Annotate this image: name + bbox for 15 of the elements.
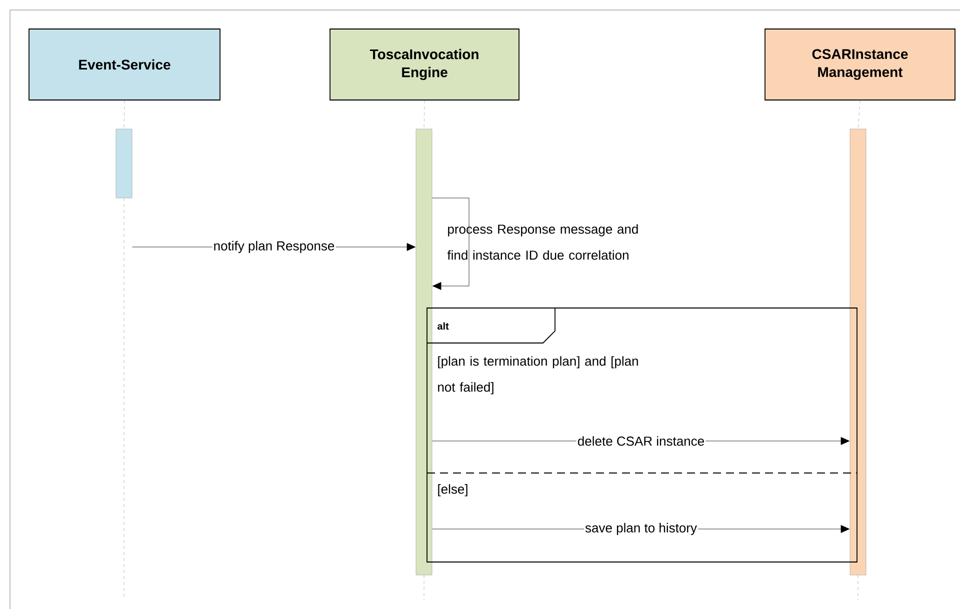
lifeline: [858, 100, 860, 129]
message-label: notify plan Response: [214, 240, 334, 254]
lifeline: [424, 100, 425, 129]
activation-bar: [116, 128, 132, 198]
fragment-tab: alt: [426, 308, 556, 344]
message-label: process Response message and find instance ID due correlation: [447, 224, 638, 260]
lifeline: [124, 100, 125, 129]
lifeline-header: ToscaInvocation Engine: [330, 28, 520, 100]
activation-bar: [850, 128, 866, 576]
self-message-arrow: [432, 198, 470, 290]
message-label: save plan to history: [585, 522, 697, 536]
lifeline-header: Event-Service: [28, 28, 220, 100]
activation-bar: [416, 128, 432, 576]
message-label: delete CSAR instance: [578, 436, 704, 446]
lifeline-header: CSARInstance Management: [764, 28, 956, 100]
